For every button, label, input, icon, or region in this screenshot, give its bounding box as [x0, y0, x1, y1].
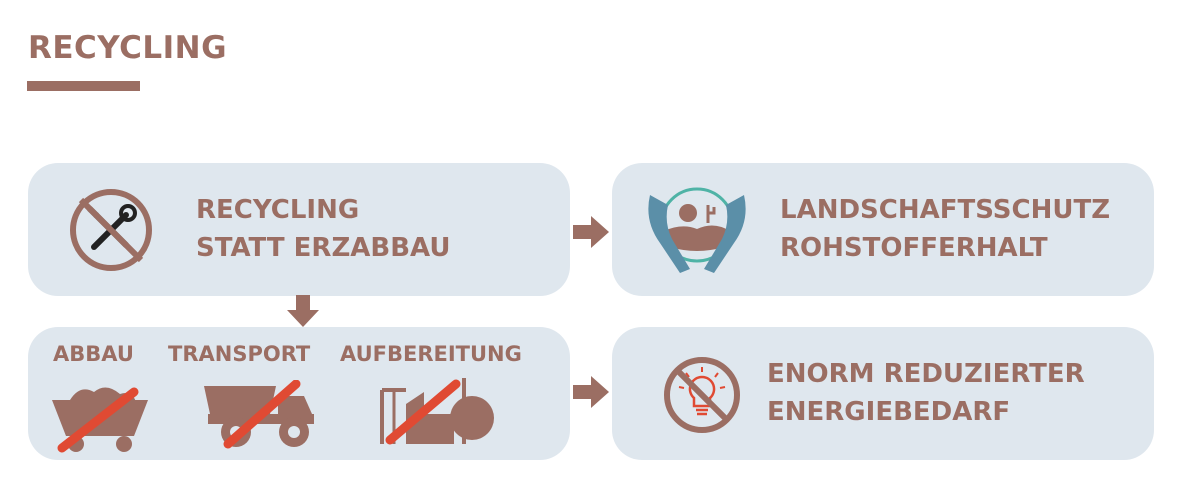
no-tools-icon [70, 189, 152, 271]
arrow-right-icon [573, 376, 609, 408]
landscape-box: LANDSCHAFTSSCHUTZ ROHSTOFFERHALT [612, 163, 1154, 296]
title-underline [27, 81, 140, 91]
protected-landscape-icon [648, 187, 746, 273]
energy-line2: ENERGIEBEDARF [767, 397, 1011, 427]
no-lightbulb-icon [664, 357, 740, 433]
landscape-line1: LANDSCHAFTSSCHUTZ [780, 195, 1111, 225]
recycling-line2: STATT ERZABBAU [196, 233, 451, 263]
energy-box: ENORM REDUZIERTER ENERGIEBEDARF [612, 327, 1154, 460]
recycling-line1: RECYCLING [196, 195, 360, 225]
label-aufbereitung: AUFBEREITUNG [340, 342, 522, 366]
dump-truck-icon [204, 380, 314, 449]
landscape-line2: ROHSTOFFERHALT [780, 233, 1048, 263]
energy-line1: ENORM REDUZIERTER [767, 359, 1085, 389]
processing-plant-icon [380, 378, 494, 445]
recycling-box: RECYCLING STATT ERZABBAU [28, 163, 570, 296]
arrow-right-icon [573, 216, 609, 248]
label-abbau: ABBAU [53, 342, 134, 366]
page-title: RECYCLING [28, 30, 228, 66]
arrow-down-icon [287, 295, 319, 327]
label-transport: TRANSPORT [168, 342, 311, 366]
mine-cart-icon [52, 387, 148, 453]
